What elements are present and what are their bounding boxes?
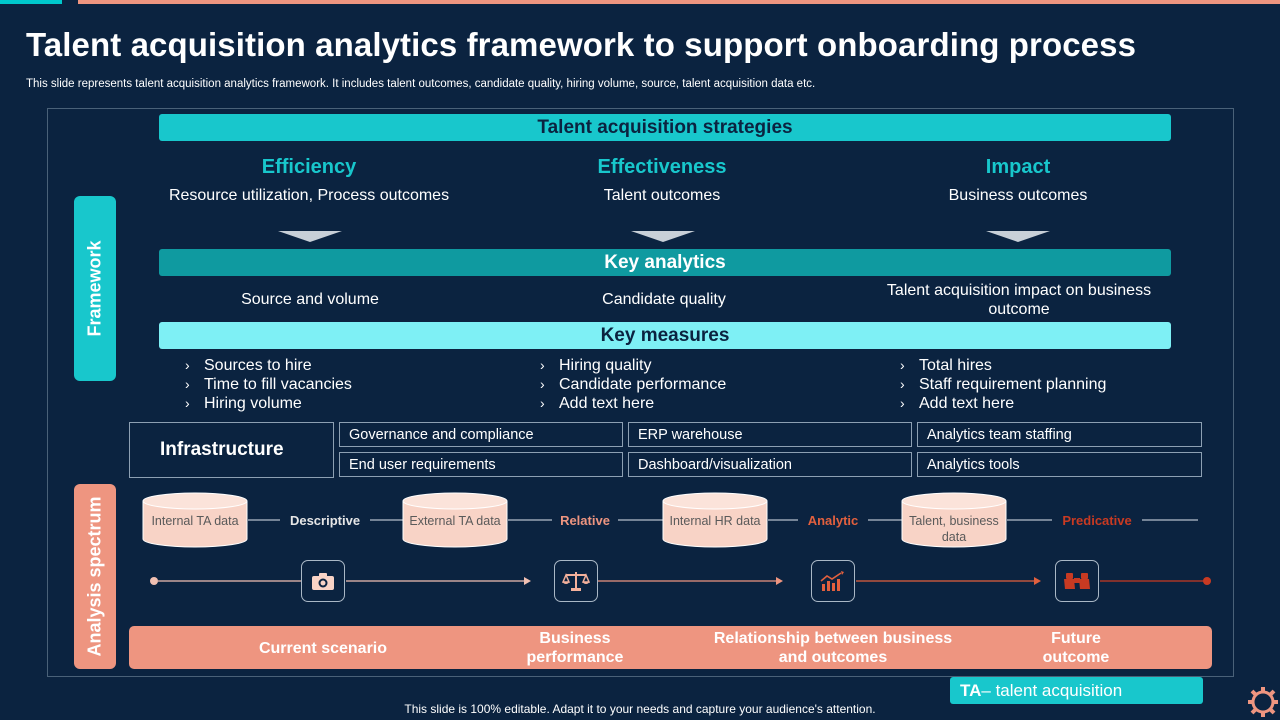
strategy-head-effectiveness: Effectiveness [597,156,727,178]
chevron-right-icon: › [900,376,905,392]
analytics-item-1: Source and volume [241,291,379,308]
infrastructure-label: Infrastructure [129,422,334,478]
down-arrow-1 [278,231,342,242]
strategy-head-impact: Impact [985,156,1051,178]
strategy-text-effectiveness: Talent outcomes [603,187,721,204]
database-icon [402,492,508,548]
stage-analytic: Analytic [807,513,859,528]
stage-descriptive: Descriptive [289,513,361,528]
list-item: ›Hiring volume [185,395,302,412]
key-analytics-bar: Key analytics [159,249,1171,276]
page-title: Talent acquisition analytics framework t… [26,26,1137,63]
data-source-talent-business: Talent, business data [909,514,999,544]
measures-list-2: ›Hiring quality ›Candidate performance ›… [540,356,726,413]
page-subtitle: This slide represents talent acquisition… [26,78,816,90]
list-item: ›Sources to hire [185,357,312,374]
binoculars-icon [1055,560,1099,602]
framework-frame [47,108,1234,677]
analysis-side-tab: Analysis spectrum [74,484,116,669]
analytics-item-2: Candidate quality [602,291,726,308]
data-source-internal-ta: Internal TA data [151,514,239,528]
chevron-right-icon: › [900,395,905,411]
strategies-bar: Talent acquisition strategies [159,114,1171,141]
chevron-right-icon: › [540,376,545,392]
strategy-head-efficiency: Efficiency [261,156,357,178]
infra-cell-analytics-tools: Analytics tools [917,452,1202,477]
list-item: ›Time to fill vacancies [185,376,352,393]
chart-icon [811,560,855,602]
down-arrow-3 [986,231,1050,242]
strategy-text-impact: Business outcomes [948,187,1088,204]
list-item: ›Add text here [540,395,655,412]
list-item: ›Candidate performance [540,376,727,393]
chevron-right-icon: › [540,395,545,411]
infra-cell-governance: Governance and compliance [339,422,623,447]
chevron-right-icon: › [185,357,190,373]
scale-icon [554,560,598,602]
data-source-external-ta: External TA data [409,514,501,528]
chevron-right-icon: › [540,357,545,373]
key-measures-bar: Key measures [159,322,1171,349]
top-accent-salmon [78,0,1280,4]
outcome-current-scenario: Current scenario [258,640,388,657]
database-icon [901,492,1007,548]
gear-icon [1248,687,1278,717]
measures-list-3: ›Total hires ›Staff requirement planning… [900,356,1106,413]
infra-cell-team-staffing: Analytics team staffing [917,422,1202,447]
stage-predicative: Predicative [1062,513,1132,528]
infra-cell-end-user: End user requirements [339,452,623,477]
chevron-right-icon: › [185,395,190,411]
footer-note: This slide is 100% editable. Adapt it to… [404,702,876,716]
camera-icon [301,560,345,602]
ta-abbr: TA [960,680,982,700]
outcome-relationship: Relationship between business and outcom… [713,630,953,666]
stage-relative: Relative [560,513,610,528]
list-item: ›Staff requirement planning [900,376,1107,393]
database-icon [142,492,248,548]
list-item: ›Hiring quality [540,357,652,374]
analytics-item-3: Talent acquisition impact on business ou… [886,282,1152,318]
infra-cell-dashboard: Dashboard/visualization [628,452,912,477]
top-accent-teal [0,0,62,4]
list-item: ›Total hires [900,357,992,374]
down-arrow-2 [631,231,695,242]
infra-cell-erp: ERP warehouse [628,422,912,447]
outcome-business-performance: Business performance [526,630,624,666]
framework-side-tab: Framework [74,196,116,381]
outcome-future: Future outcome [1042,630,1110,666]
database-icon [662,492,768,548]
ta-legend-text: – talent acquisition [981,680,1123,700]
measures-list-1: ›Sources to hire ›Time to fill vacancies… [185,356,352,413]
chevron-right-icon: › [185,376,190,392]
ta-legend-badge: TA – talent acquisition [950,677,1203,704]
list-item: ›Add text here [900,395,1015,412]
outcomes-bar [129,626,1212,669]
strategy-text-efficiency: Resource utilization, Process outcomes [168,187,450,204]
data-source-internal-hr: Internal HR data [669,514,761,528]
chevron-right-icon: › [900,357,905,373]
